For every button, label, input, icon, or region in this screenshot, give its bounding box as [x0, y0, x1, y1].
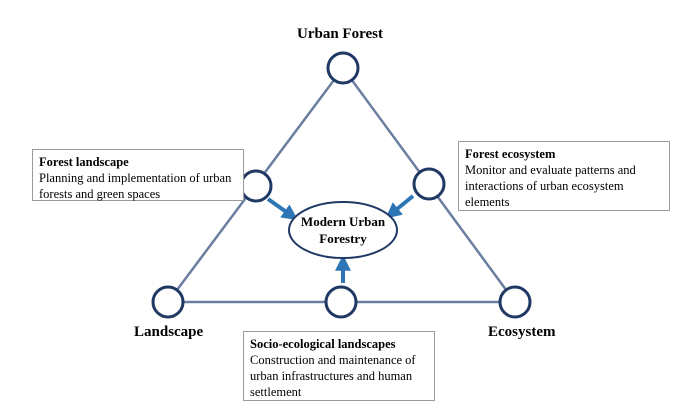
box-forest-landscape-title: Forest landscape — [39, 155, 129, 169]
box-socio-ecological-body: Construction and maintenance of urban in… — [250, 353, 416, 399]
center-ellipse — [288, 201, 398, 259]
node-landscape — [151, 285, 185, 319]
center-label-line1: Modern Urban — [300, 214, 386, 229]
vertex-label-left: Landscape — [134, 324, 204, 340]
vertex-label-top: Urban Forest — [297, 26, 383, 42]
node-urban-forest — [326, 51, 360, 85]
box-forest-ecosystem: Forest ecosystem Monitor and evaluate pa… — [458, 141, 670, 211]
arrow-from-forest-ecosystem — [385, 194, 415, 219]
node-socio-ecological — [324, 285, 358, 319]
box-forest-ecosystem-title: Forest ecosystem — [465, 147, 556, 161]
node-forest-ecosystem — [412, 167, 446, 201]
box-forest-landscape: Forest landscape Planning and implementa… — [32, 149, 244, 201]
box-socio-ecological-title: Socio-ecological landscapes — [250, 337, 396, 351]
center-label: Modern Urban Forestry — [289, 213, 397, 247]
box-socio-ecological: Socio-ecological landscapes Construction… — [243, 331, 435, 401]
arrow-from-forest-landscape — [266, 197, 298, 221]
box-forest-ecosystem-body: Monitor and evaluate patterns and intera… — [465, 163, 636, 209]
center-label-line2: Forestry — [319, 231, 367, 246]
vertex-label-right: Ecosystem — [488, 324, 556, 340]
box-forest-landscape-body: Planning and implementation of urban for… — [39, 171, 232, 201]
node-ecosystem — [498, 285, 532, 319]
node-forest-landscape — [239, 169, 273, 203]
